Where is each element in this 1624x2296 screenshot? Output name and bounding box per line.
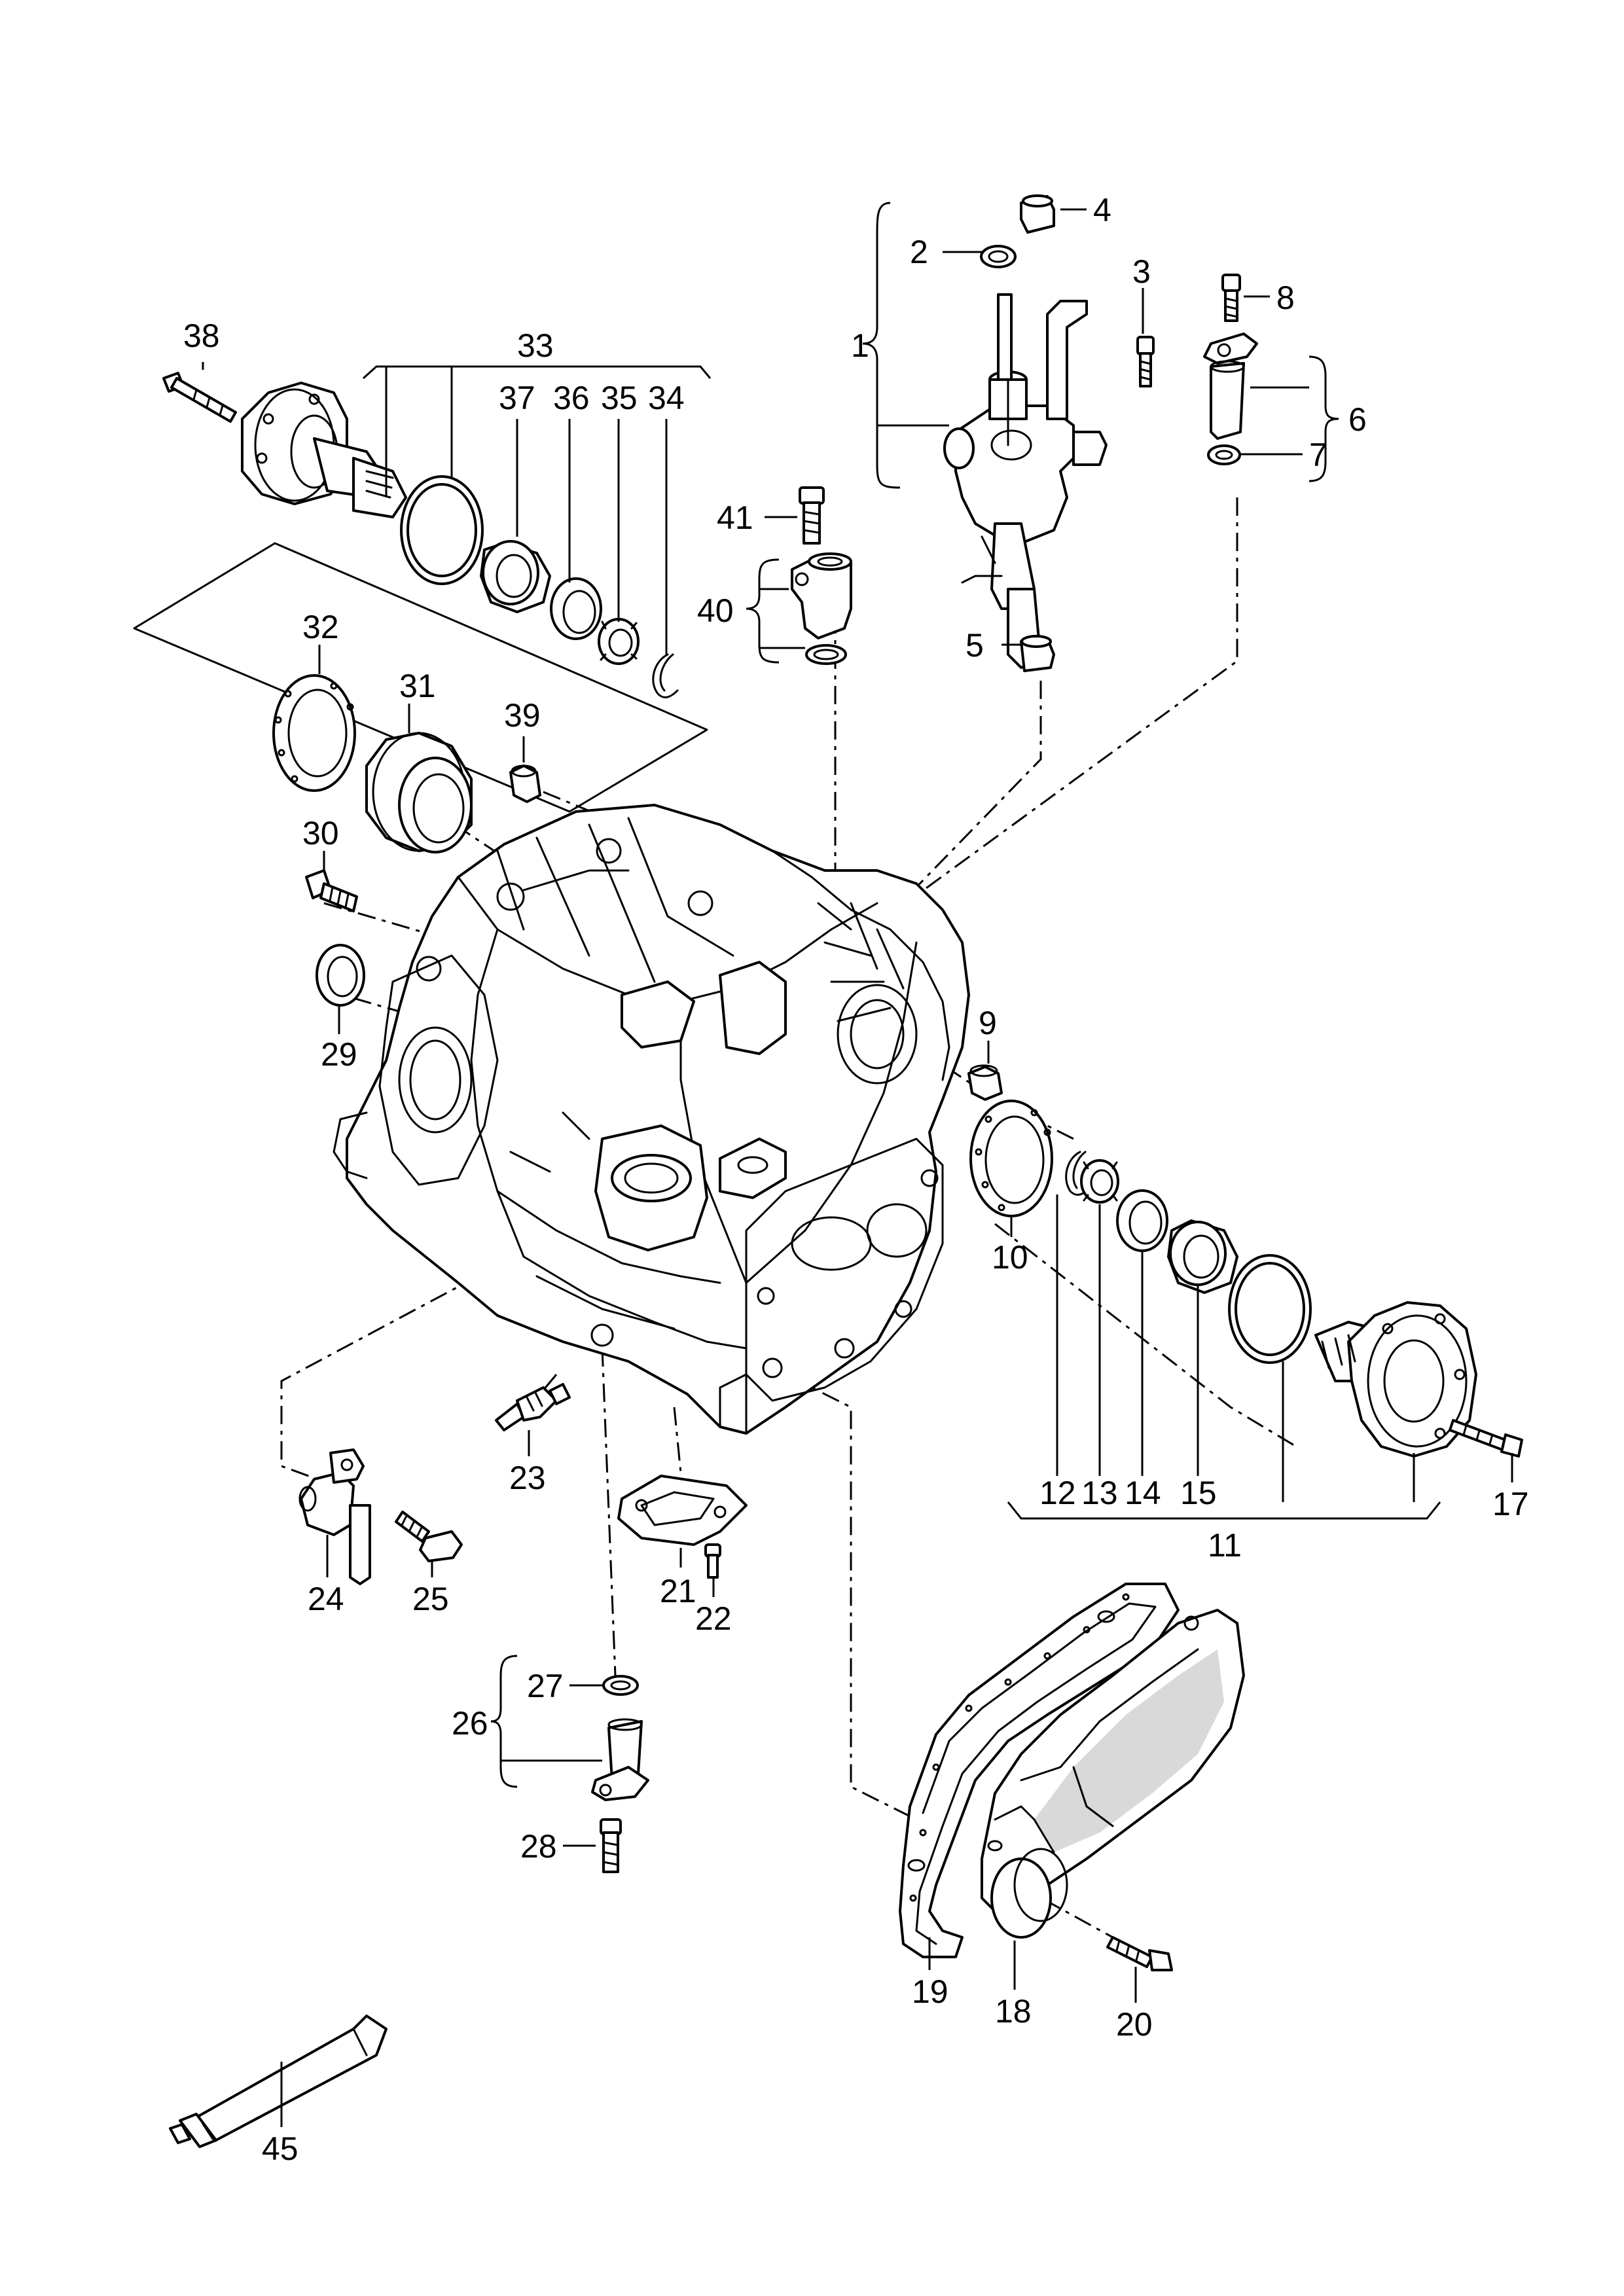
label-41: 41 (717, 499, 753, 536)
label-2: 2 (910, 234, 928, 270)
label-5: 5 (965, 627, 984, 664)
label-23: 23 (509, 1460, 546, 1496)
sealant-tube-45 (169, 2015, 388, 2148)
seal-32 (272, 674, 356, 792)
drive-flange-33 (241, 382, 407, 518)
label-12: 12 (1039, 1475, 1076, 1511)
bolt-41 (799, 486, 825, 545)
o-ring-27 (602, 1675, 639, 1696)
label-17: 17 (1492, 1486, 1529, 1522)
sensor-23 (495, 1383, 571, 1431)
label-10: 10 (992, 1239, 1028, 1276)
nut-35 (598, 618, 640, 665)
bolt-38 (162, 372, 237, 423)
label-34: 34 (648, 380, 685, 416)
bolt-25 (395, 1511, 463, 1562)
screw-plug-30 (305, 869, 358, 912)
label-21: 21 (660, 1573, 696, 1609)
label-31: 31 (399, 668, 436, 704)
bolt-28 (600, 1818, 622, 1873)
circlip-34 (652, 653, 679, 698)
sensor-40 (791, 552, 852, 639)
o-ring-7 (1207, 444, 1241, 465)
sensor-bracket-6 (1203, 332, 1258, 440)
label-35: 35 (601, 380, 638, 416)
label-36: 36 (553, 380, 590, 416)
label-11: 11 (1208, 1527, 1242, 1564)
cover-21 (617, 1475, 748, 1546)
label-20: 20 (1116, 2006, 1153, 2043)
bolt-8 (1221, 274, 1241, 322)
seal-31 (365, 732, 473, 853)
label-37: 37 (499, 380, 535, 416)
label-14: 14 (1125, 1475, 1161, 1511)
leader-lines (202, 202, 1513, 2127)
label-24: 24 (308, 1581, 344, 1617)
bolt-20 (1106, 1936, 1173, 1971)
label-22: 22 (695, 1600, 732, 1637)
gear-selector-mechanism (943, 293, 1108, 669)
label-26: 26 (452, 1705, 488, 1742)
label-30: 30 (302, 815, 339, 852)
part-number-labels: 1 2 3 4 5 6 7 8 9 10 11 12 13 14 15 17 1… (183, 192, 1529, 2167)
bearing-37 (480, 540, 551, 613)
label-1: 1 (851, 327, 869, 364)
label-18: 18 (995, 1993, 1032, 2030)
gearbox-housing (333, 804, 970, 1435)
label-4: 4 (1093, 192, 1111, 228)
drive-flange-11 (1314, 1301, 1477, 1458)
label-25: 25 (412, 1581, 449, 1617)
seal-10 (969, 1100, 1053, 1217)
label-6: 6 (1348, 401, 1367, 438)
plug-9 (967, 1064, 1003, 1101)
o-ring-40 (805, 644, 847, 665)
cap-4 (1020, 194, 1055, 234)
seal-ring-2 (980, 245, 1017, 268)
label-38: 38 (183, 317, 220, 354)
bearing-15 (1167, 1219, 1238, 1294)
label-19: 19 (912, 1973, 948, 2010)
bolt-17 (1449, 1419, 1523, 1458)
o-ring-11 (1228, 1254, 1312, 1364)
nut-13 (1080, 1159, 1119, 1204)
o-ring-33 (400, 475, 484, 585)
oil-pan-cover-18 (981, 1609, 1245, 1939)
label-27: 27 (527, 1668, 564, 1704)
label-3: 3 (1132, 253, 1151, 290)
label-29: 29 (321, 1036, 357, 1073)
race-36 (550, 577, 602, 640)
label-7: 7 (1309, 437, 1327, 473)
label-9: 9 (979, 1005, 997, 1041)
label-8: 8 (1276, 279, 1295, 316)
label-15: 15 (1180, 1475, 1217, 1511)
race-14 (1116, 1189, 1168, 1252)
gasket-19 (899, 1583, 1180, 1958)
plug-39 (509, 764, 541, 803)
bolt-22 (704, 1543, 721, 1579)
label-28: 28 (520, 1828, 557, 1865)
label-33: 33 (517, 327, 554, 364)
cap-5 (1020, 635, 1055, 672)
label-32: 32 (302, 609, 339, 645)
label-13: 13 (1081, 1475, 1118, 1511)
sensor-24 (298, 1448, 371, 1585)
label-40: 40 (697, 592, 734, 629)
sensor-26 (591, 1718, 649, 1801)
seal-29 (316, 944, 365, 1007)
label-45: 45 (262, 2130, 298, 2167)
bolt-3 (1136, 336, 1155, 387)
label-39: 39 (504, 697, 541, 734)
